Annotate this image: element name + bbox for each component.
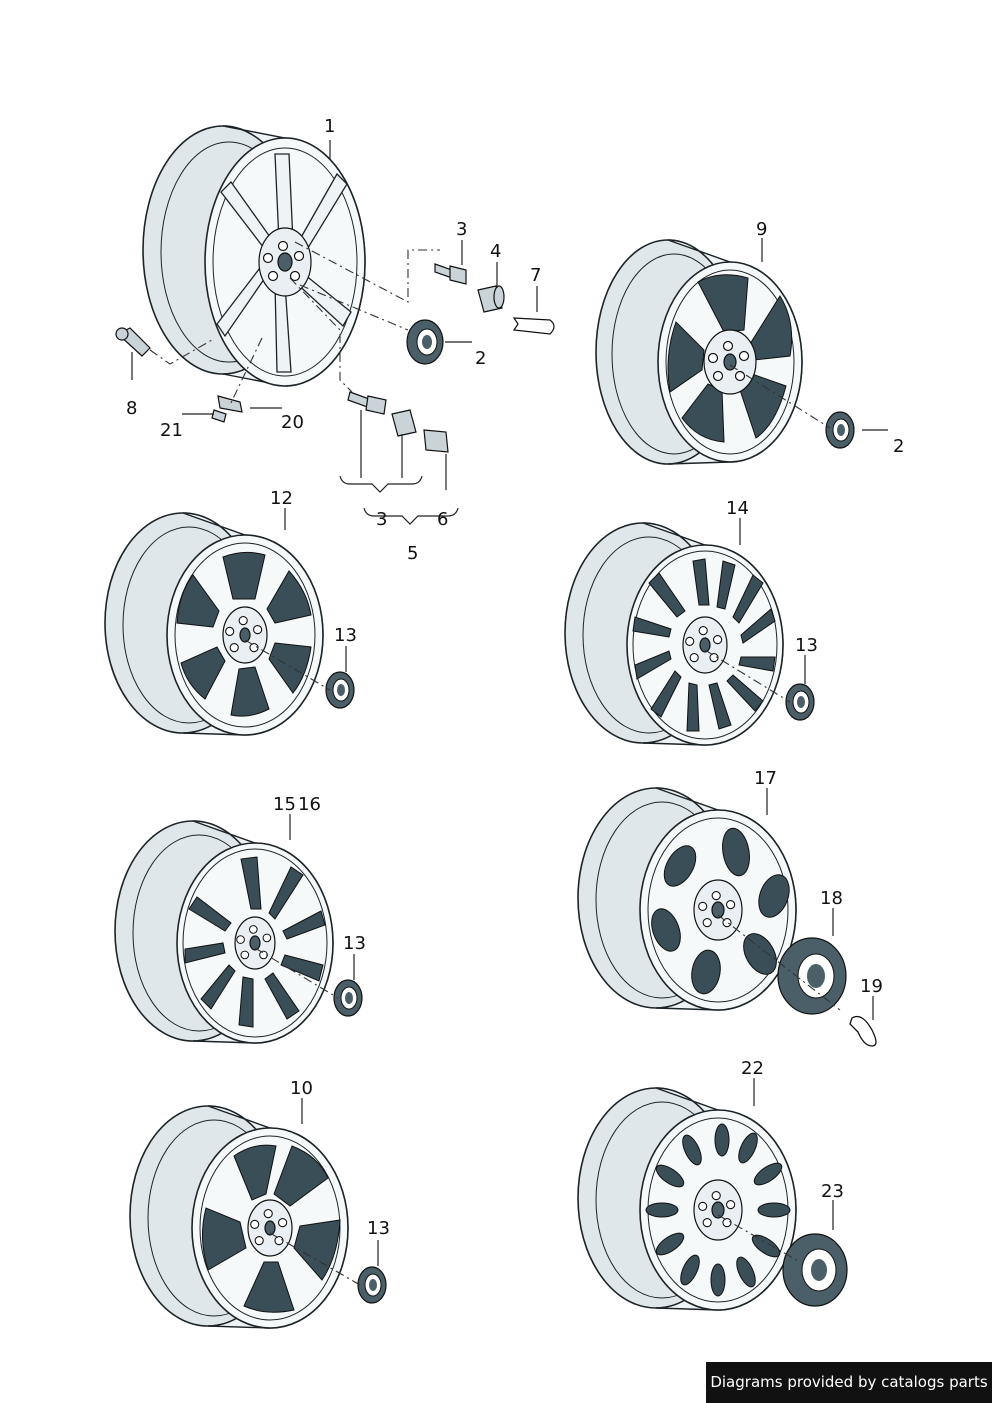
center-cap-13a: [325, 671, 355, 709]
wheel-22: [577, 1087, 797, 1311]
callout-13c: 13: [343, 933, 366, 954]
center-cap-2b: [825, 411, 855, 449]
wheel-17: [577, 787, 797, 1011]
leaders-wheel-12: [244, 508, 347, 691]
callout-7: 7: [530, 265, 541, 286]
hub-cover-23: [782, 1233, 848, 1307]
callout-13d: 13: [367, 1218, 390, 1239]
lock-bolt-3: [434, 263, 467, 285]
leaders-wheel-22: [717, 1078, 834, 1263]
footer-credit: Diagrams provided by catalogs parts: [706, 1362, 992, 1403]
callout-18: 18: [820, 888, 843, 909]
callout-2a: 2: [475, 348, 486, 369]
callout-16: 16: [298, 794, 321, 815]
wheel-9: [595, 239, 803, 465]
hub-cover-18: [777, 937, 847, 1015]
callout-1: 1: [324, 116, 335, 137]
callout-4: 4: [490, 241, 501, 262]
callout-22: 22: [741, 1058, 764, 1079]
center-cap-13c: [333, 979, 363, 1017]
callout-14: 14: [726, 498, 749, 519]
wheel-12: [104, 512, 324, 736]
leaders-wheel-14: [704, 518, 806, 703]
callout-3b: 3: [376, 509, 387, 530]
callout-5: 5: [407, 543, 418, 564]
callout-10: 10: [290, 1078, 313, 1099]
leaders-wheel-1: [131, 140, 538, 525]
leaders-wheel-10: [269, 1098, 379, 1286]
callout-6: 6: [437, 509, 448, 530]
callout-13a: 13: [334, 625, 357, 646]
weights-20-21: [211, 395, 243, 423]
callout-17: 17: [754, 768, 777, 789]
callout-23: 23: [821, 1181, 844, 1202]
wheel-15-16: [114, 820, 334, 1044]
callout-3a: 3: [456, 219, 467, 240]
callout-9: 9: [756, 219, 767, 240]
clip-19: [849, 1015, 877, 1047]
callout-21: 21: [160, 420, 183, 441]
center-cap-2a: [406, 319, 444, 365]
callout-8: 8: [126, 398, 137, 419]
center-cap-13d: [357, 1266, 387, 1304]
callout-19: 19: [860, 976, 883, 997]
callout-13b: 13: [795, 635, 818, 656]
valve-8: [115, 327, 151, 357]
leaders-wheel-9: [729, 238, 888, 431]
center-cap-13b: [785, 683, 815, 721]
lock-nut-4: [477, 285, 505, 313]
wheel-1: [142, 125, 366, 387]
wheel-14: [564, 522, 784, 746]
callout-20: 20: [281, 412, 304, 433]
leaders-wheel-15-16: [254, 814, 355, 999]
leaders-wheel-17: [717, 788, 874, 1020]
wheel-10: [129, 1105, 349, 1329]
callout-labels: 1 2 3 4 7 8 21 20 3 6 5 9 2 12 13 14 13 …: [126, 116, 904, 1239]
clip-7: [512, 317, 555, 335]
callout-12: 12: [270, 488, 293, 509]
callout-2b: 2: [893, 436, 904, 457]
lock-set-5: [347, 391, 449, 453]
callout-15: 15: [273, 794, 296, 815]
